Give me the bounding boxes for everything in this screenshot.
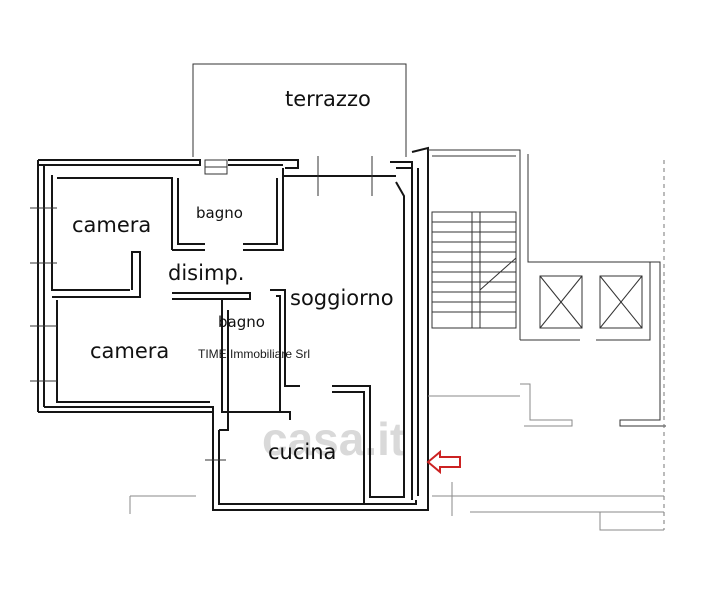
elevator-shaft-icon [539, 275, 643, 329]
room-label-bagno-mid: bagno [218, 313, 265, 331]
entrance-arrow-icon [426, 449, 461, 475]
watermark: casa.it [262, 413, 405, 465]
exterior-walls [37, 146, 429, 511]
agency-label: TIME Immobiliare Srl [198, 347, 310, 361]
room-label-cucina: cucina [268, 440, 336, 464]
room-label-bagno-top: bagno [196, 204, 243, 222]
room-label-camera-top: camera [72, 213, 151, 237]
room-label-disimpegno: disimp. [168, 261, 244, 285]
terrace-outline [192, 63, 407, 157]
room-label-soggiorno: soggiorno [290, 286, 394, 310]
window-marks [30, 156, 373, 461]
common-area-walls [129, 149, 666, 531]
room-label-camera-bottom: camera [90, 339, 169, 363]
staircase [431, 211, 517, 329]
interior-walls [51, 168, 405, 504]
room-label-terrazzo: terrazzo [285, 87, 371, 111]
